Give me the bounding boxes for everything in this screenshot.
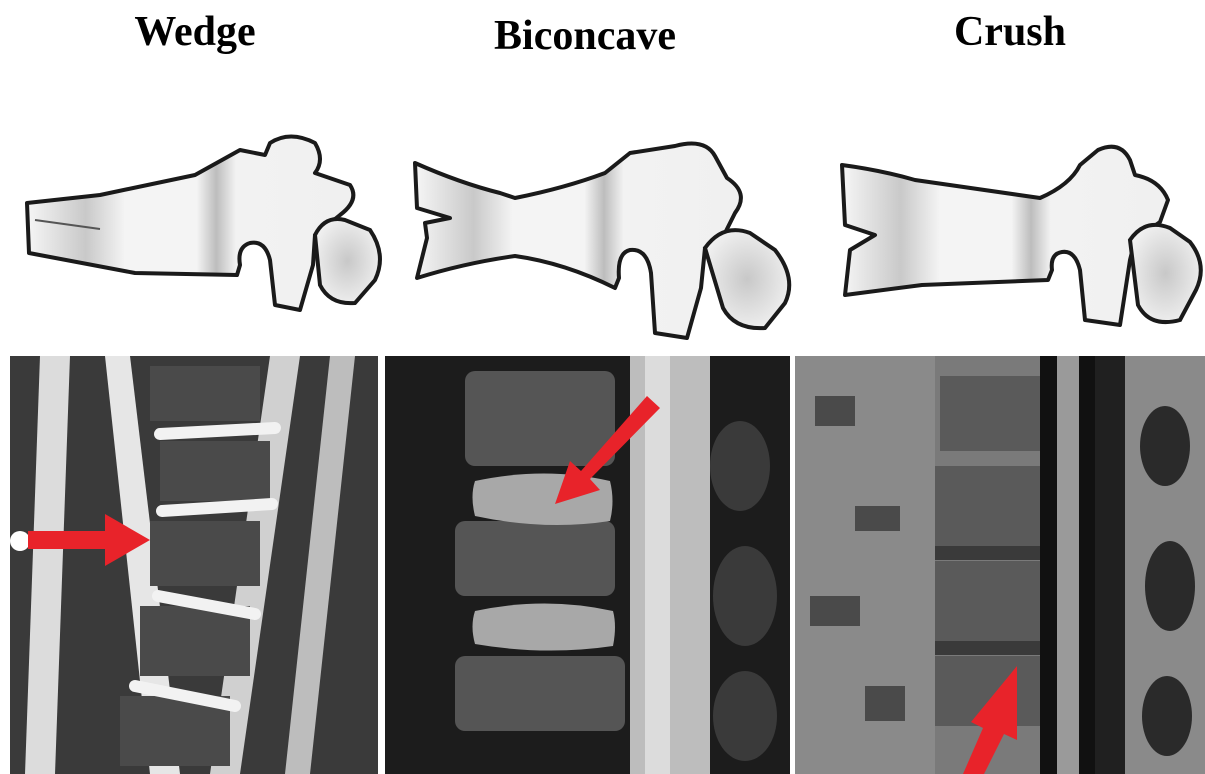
crush-facet bbox=[1130, 225, 1201, 322]
wedge-mri-image bbox=[10, 356, 378, 774]
crush-vertebral-body bbox=[842, 147, 1168, 325]
biconcave-vertebral-body bbox=[415, 144, 741, 338]
biconcave-vertebra-diagram bbox=[405, 138, 805, 348]
biconcave-facet bbox=[705, 230, 789, 328]
crush-vertebra-diagram bbox=[830, 140, 1205, 340]
title-wedge: Wedge bbox=[15, 8, 375, 56]
crush-mri-image bbox=[795, 356, 1205, 774]
wedge-vertebral-body bbox=[27, 137, 353, 311]
title-biconcave: Biconcave bbox=[405, 12, 765, 60]
wedge-vertebra-diagram bbox=[15, 125, 395, 325]
biconcave-mri-image bbox=[385, 356, 790, 774]
title-crush: Crush bbox=[830, 8, 1190, 56]
wedge-facet bbox=[315, 219, 380, 303]
